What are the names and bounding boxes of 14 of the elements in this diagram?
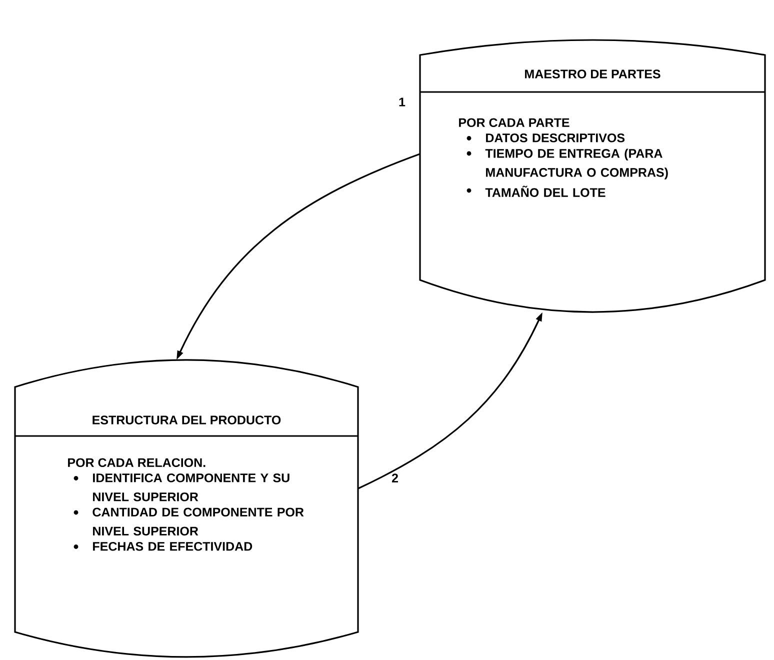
- bullet-item: TIEMPO DE ENTREGA (PARA MANUFACTURA O COMPRAS): [485, 148, 668, 180]
- bullet-item: IDENTIFICA COMPONENTE Y SU NIVEL SUPERIOR: [93, 473, 290, 502]
- body-text: POR CADA PARTE: [459, 118, 570, 128]
- edge-label: 2: [392, 474, 398, 482]
- body-text: POR CADA RELACION.: [68, 458, 206, 468]
- bullet-item: TAMAÑO DEL LOTE: [485, 186, 606, 197]
- record-box: [14, 359, 359, 658]
- box-heading: ESTRUCTURA DEL PRODUCTO: [92, 416, 281, 424]
- bullet-item: FECHAS DE EFECTIVIDAD: [93, 542, 252, 551]
- record-box: [419, 39, 766, 313]
- bullet-item: CANTIDAD DE COMPONENTE POR NIVEL SUPERIOR: [92, 508, 304, 536]
- bullet-item: DATOS DESCRIPTIVOS: [486, 133, 625, 142]
- edge-label: 1: [399, 98, 406, 106]
- box-heading: MAESTRO DE PARTES: [525, 70, 660, 78]
